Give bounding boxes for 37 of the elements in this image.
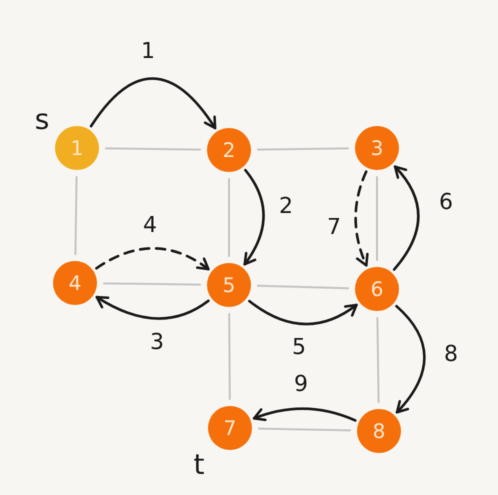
connector-line <box>257 284 349 290</box>
node-number: 4 <box>68 273 82 293</box>
graph-node <box>355 267 399 311</box>
arrow <box>248 300 358 326</box>
node-caption: s <box>34 106 50 134</box>
node-number: 7 <box>224 418 236 438</box>
node-number: 3 <box>370 138 384 158</box>
connector-line <box>376 317 380 403</box>
node-caption: t <box>194 451 204 479</box>
connector-line <box>228 313 231 400</box>
connector-line <box>105 147 201 151</box>
arrow <box>392 165 420 271</box>
connector-line <box>74 176 78 255</box>
node-number: 6 <box>370 279 384 299</box>
connector-line <box>228 178 230 257</box>
graph-node <box>355 126 399 170</box>
node-number: 1 <box>70 138 84 158</box>
graph-node <box>53 261 97 305</box>
connector-line <box>257 147 349 151</box>
node-number: 8 <box>372 421 386 441</box>
arrow <box>395 304 426 414</box>
arrow <box>96 296 210 320</box>
graph-node <box>207 263 251 307</box>
graph-node <box>55 126 99 170</box>
graph-node <box>208 406 252 450</box>
arrow <box>252 407 357 422</box>
connector-line <box>103 282 201 286</box>
arrow <box>354 170 369 267</box>
arrow <box>243 168 265 266</box>
connector-line <box>376 176 378 261</box>
node-number: 5 <box>222 275 236 295</box>
arrow <box>90 77 216 130</box>
node-number: 2 <box>222 140 236 160</box>
graph-node <box>357 409 401 453</box>
arrow <box>95 247 210 270</box>
graph-node <box>207 128 251 172</box>
connector-line <box>258 428 351 432</box>
